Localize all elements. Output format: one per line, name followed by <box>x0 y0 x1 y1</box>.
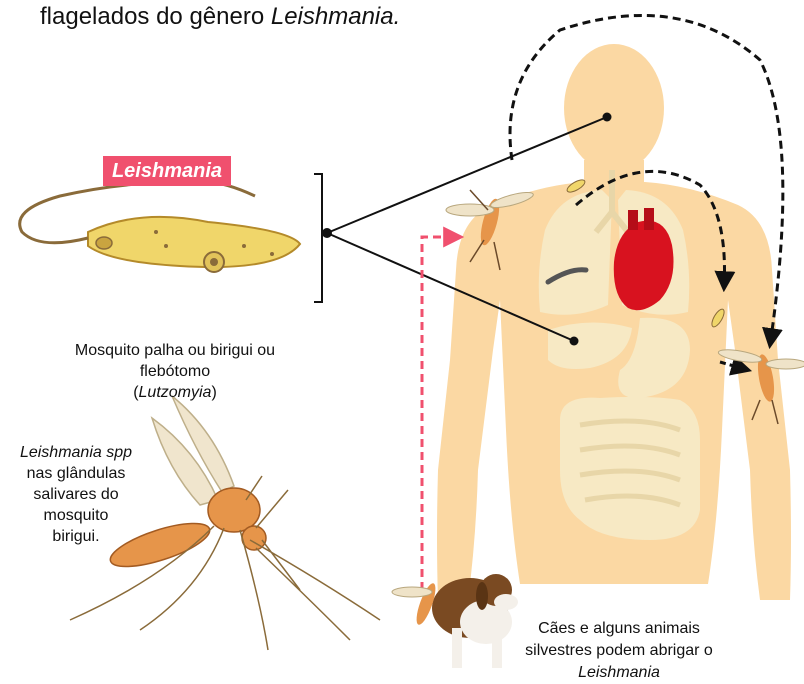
salivary-line2: nas glândulas <box>0 463 152 484</box>
mosquito-genus: Lutzomyia <box>139 384 212 401</box>
header-text: flagelados do gênero <box>40 3 271 30</box>
dog-caption-line3: Leishmania <box>508 662 730 684</box>
dog-caption-line2: silvestres podem abrigar o <box>508 640 730 662</box>
dog <box>392 574 518 668</box>
salivary-line3: salivares do <box>0 484 152 505</box>
dog-caption: Cães e alguns animais silvestres podem a… <box>508 618 730 684</box>
salivary-line5: birigui. <box>0 526 152 547</box>
mosquito-caption: Mosquito palha ou birigui ou flebótomo (… <box>30 340 320 403</box>
header-genus: Leishmania. <box>271 3 400 30</box>
salivary-line4: mosquito <box>0 505 152 526</box>
salivary-italic: Leishmania spp <box>0 442 152 463</box>
mosquito-caption-line1: Mosquito palha ou birigui ou <box>30 340 320 361</box>
header-line: flagelados do gênero Leishmania. <box>40 2 400 32</box>
parasite-bracket <box>314 174 322 302</box>
parasite-label-badge: Leishmania <box>103 156 231 186</box>
mosquito-caption-line2: flebótomo <box>30 361 320 382</box>
intestines <box>560 397 700 540</box>
mosquito-caption-line3: (Lutzomyia) <box>30 382 320 403</box>
leishmania-parasite <box>20 182 300 272</box>
dog-caption-line1: Cães e alguns animais <box>508 618 730 640</box>
salivary-caption: Leishmania spp nas glândulas salivares d… <box>0 442 152 547</box>
